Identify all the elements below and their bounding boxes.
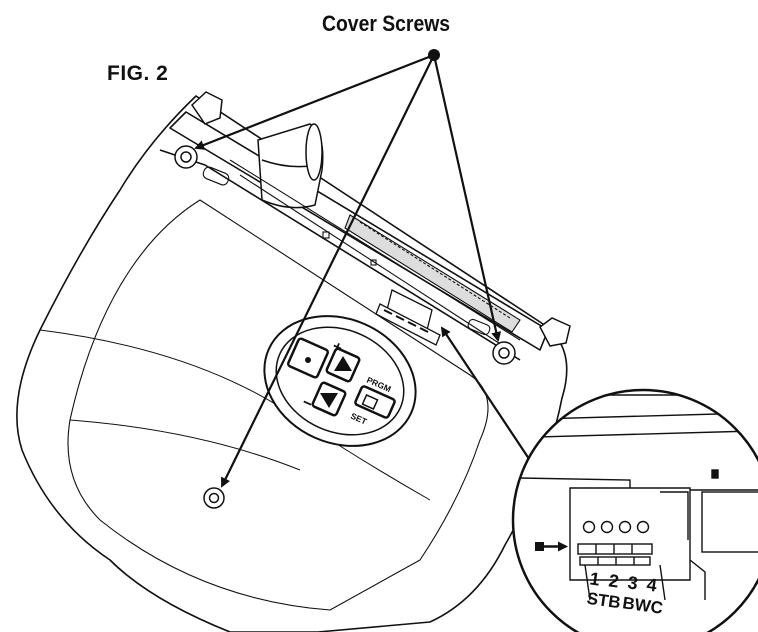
terminal-screws [582, 520, 650, 534]
callout-origin-dot [428, 49, 440, 61]
down-arrow-icon [320, 393, 338, 408]
cover-screws-callout: Cover Screws [322, 11, 451, 36]
prgm-set-button[interactable] [354, 385, 396, 419]
display-window [286, 337, 330, 379]
terminal-number-1: 1 [588, 568, 601, 589]
inner-slots [202, 159, 521, 348]
up-arrow-button[interactable] [325, 347, 361, 383]
up-arrow-icon [334, 356, 352, 371]
terminal-number-3: 3 [626, 572, 639, 593]
terminal-group-stb: STB [586, 589, 622, 613]
terminal-number-4: 4 [645, 574, 658, 595]
device-terminal-block [375, 289, 441, 346]
terminal-pointer [535, 541, 568, 552]
terminal-inset: 1 2 3 4 STB BWC [511, 388, 758, 632]
cover-screw-bottom [203, 487, 225, 509]
terminal-number-2: 2 [607, 570, 620, 591]
top-clips [191, 91, 571, 347]
lever [257, 123, 324, 209]
figure-label: FIG. 2 [107, 62, 169, 85]
down-arrow-button[interactable] [311, 381, 347, 417]
cover-screw-right [492, 341, 516, 365]
keypad: + − PRGM SET [263, 315, 417, 447]
cover-screw-left [174, 145, 198, 169]
